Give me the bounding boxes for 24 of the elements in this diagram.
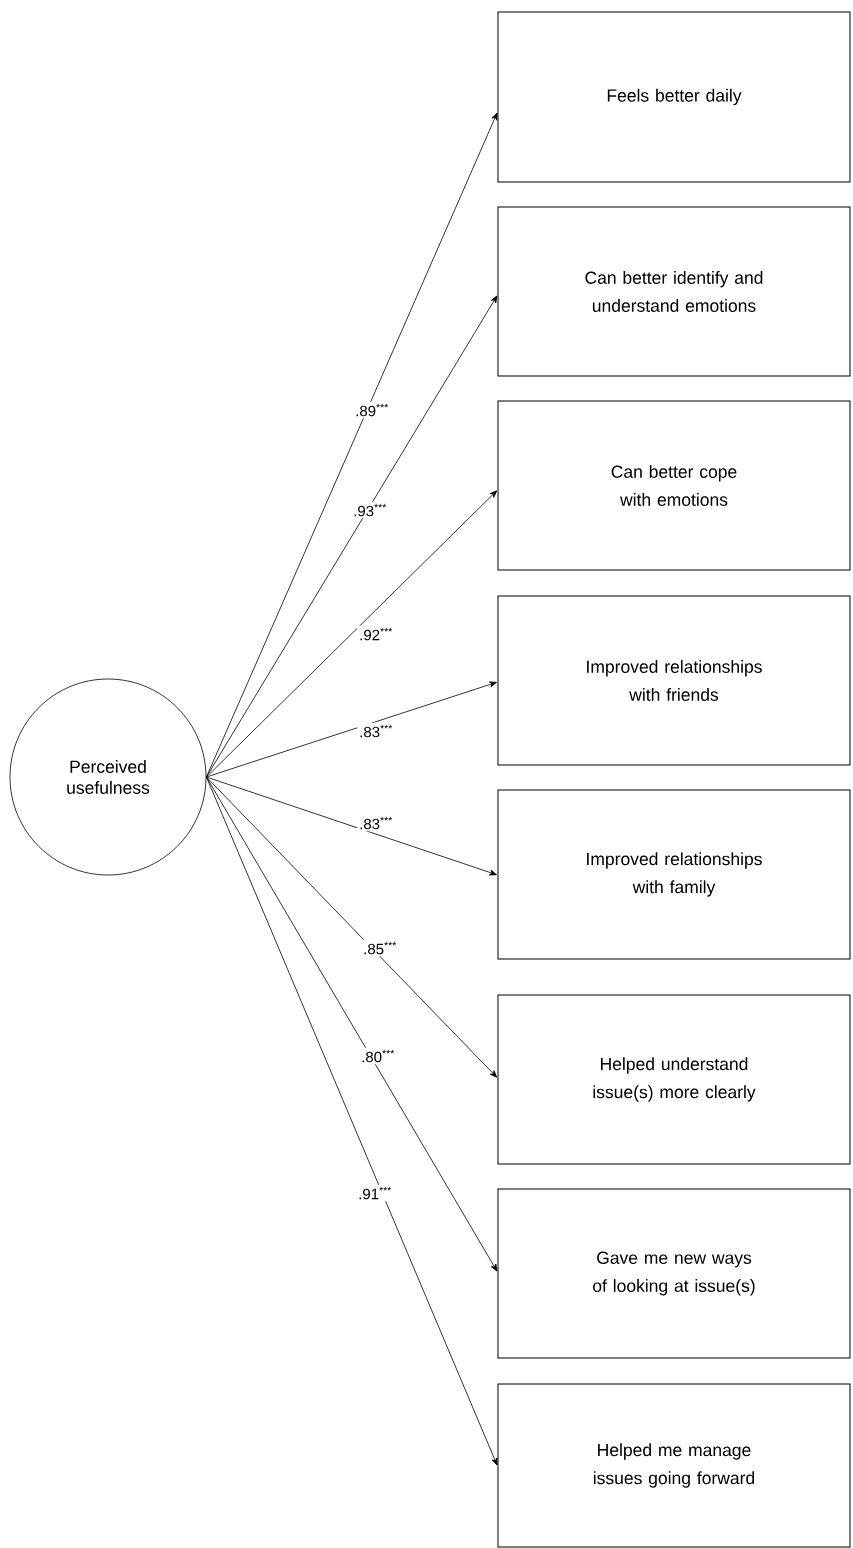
indicator-box: Improved relationships with friends — [497, 595, 851, 766]
arrow — [206, 112, 498, 778]
indicator-box: Can better cope with emotions — [497, 400, 851, 571]
arrow — [206, 681, 497, 778]
indicator-box: Gave me new ways of looking at issue(s) — [497, 1188, 851, 1359]
edge-label: .89$^{***}$ — [353, 401, 391, 419]
arrow — [206, 776, 497, 876]
indicator-box: Can better identify and understand emotions — [497, 206, 851, 377]
indicator-box: Improved relationships with family — [497, 789, 851, 960]
edge-label: .83$^{***}$ — [357, 722, 395, 740]
arrow — [206, 295, 498, 778]
indicator-box: Helped me manage issues going forward — [497, 1383, 851, 1548]
arrow — [206, 776, 498, 1078]
arrow — [206, 490, 498, 778]
edge-label: .80$^{***}$ — [359, 1047, 397, 1065]
edge-label: .91$^{***}$ — [356, 1184, 394, 1202]
indicator-box: Helped understand issue(s) more clearly — [497, 994, 851, 1165]
indicator-box: Feels better daily — [497, 11, 851, 183]
edge-label: .85$^{***}$ — [361, 939, 399, 957]
edge-label: .93$^{***}$ — [351, 501, 389, 519]
edge-label: .83$^{***}$ — [357, 814, 395, 832]
edge-label: .92$^{***}$ — [357, 625, 395, 643]
arrow — [206, 776, 498, 1272]
arrow — [206, 776, 498, 1466]
